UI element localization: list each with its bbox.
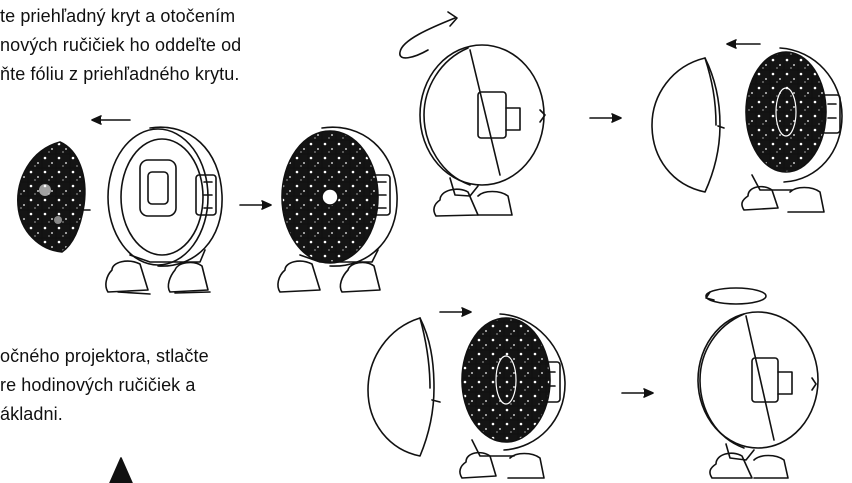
rotate-icon: [400, 12, 457, 58]
robot-side-cover-on: [698, 312, 818, 478]
robot-star-face: [278, 127, 397, 292]
arrow-right-icon: [622, 389, 653, 397]
robot-star-face-exposed: [742, 48, 842, 212]
arrow-right-icon: [590, 114, 621, 122]
arrow-right-icon: [240, 201, 271, 209]
rotate-icon: [706, 288, 766, 304]
arrow-left-icon: [727, 40, 760, 48]
clear-cover-removed: [652, 58, 724, 192]
robot-side-cover-on: [420, 45, 545, 216]
clear-cover-attaching: [368, 318, 440, 456]
arrow-up-icon: [110, 458, 132, 483]
arrow-left-icon: [92, 116, 130, 124]
star-disc-detached: [18, 142, 90, 252]
robot-star-face-front: [460, 314, 565, 478]
robot-clear-face: [106, 127, 222, 294]
arrow-right-icon: [440, 308, 471, 316]
